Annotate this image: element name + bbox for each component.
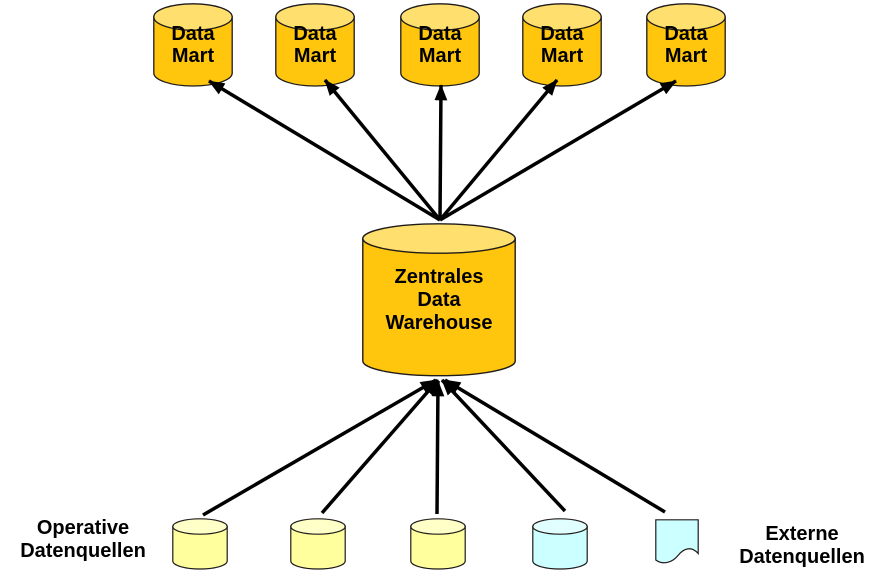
data-mart-cylinder-1 (153, 3, 233, 87)
cylinder-body (172, 525, 228, 570)
source-cylinder-1 (172, 518, 228, 570)
cylinder-top (532, 518, 588, 535)
cylinder-top (153, 3, 233, 31)
arrow-source-4-to-warehouse (440, 378, 567, 513)
cylinder-body (646, 16, 726, 87)
data-mart-cylinder-5 (646, 3, 726, 87)
arrow-warehouse-to-datamart-1 (208, 79, 441, 222)
arrow-warehouse-to-datamart-5 (439, 79, 677, 222)
source-cylinder-4 (532, 518, 588, 570)
arrow-warehouse-to-datamart-3 (434, 84, 448, 221)
cylinder-body (290, 525, 346, 570)
source-document-shape (655, 519, 699, 564)
source-cylinder-3 (410, 518, 466, 570)
cylinder-top (522, 3, 602, 31)
cylinder-body (410, 525, 466, 570)
cylinder-top (290, 518, 346, 535)
data-mart-cylinder-2 (275, 3, 355, 87)
cylinder-top (172, 518, 228, 535)
data-mart-cylinder-3 (400, 3, 480, 87)
cylinder-body (153, 16, 233, 87)
data-mart-cylinder-4 (522, 3, 602, 87)
source-cylinder-2 (290, 518, 346, 570)
cylinder-body (532, 525, 588, 570)
arrow-source-1-to-warehouse (202, 378, 437, 517)
operative-datenquellen-label: Operative Datenquellen (20, 517, 146, 562)
arrow-source-2-to-warehouse (320, 378, 440, 515)
arrow-source-5-to-warehouse (444, 378, 666, 514)
cylinder-top (362, 223, 516, 254)
arrow-warehouse-to-datamart-2 (323, 78, 442, 222)
arrow-source-3-to-warehouse (431, 380, 445, 515)
cylinder-top (275, 3, 355, 31)
cylinder-body (362, 237, 516, 377)
warehouse-cylinder (362, 223, 516, 377)
document-body (655, 519, 699, 564)
externe-datenquellen-label: Externe Datenquellen (739, 523, 865, 568)
arrow-warehouse-to-datamart-4 (438, 78, 559, 222)
cylinder-top (646, 3, 726, 31)
cylinder-top (410, 518, 466, 535)
cylinder-top (400, 3, 480, 31)
